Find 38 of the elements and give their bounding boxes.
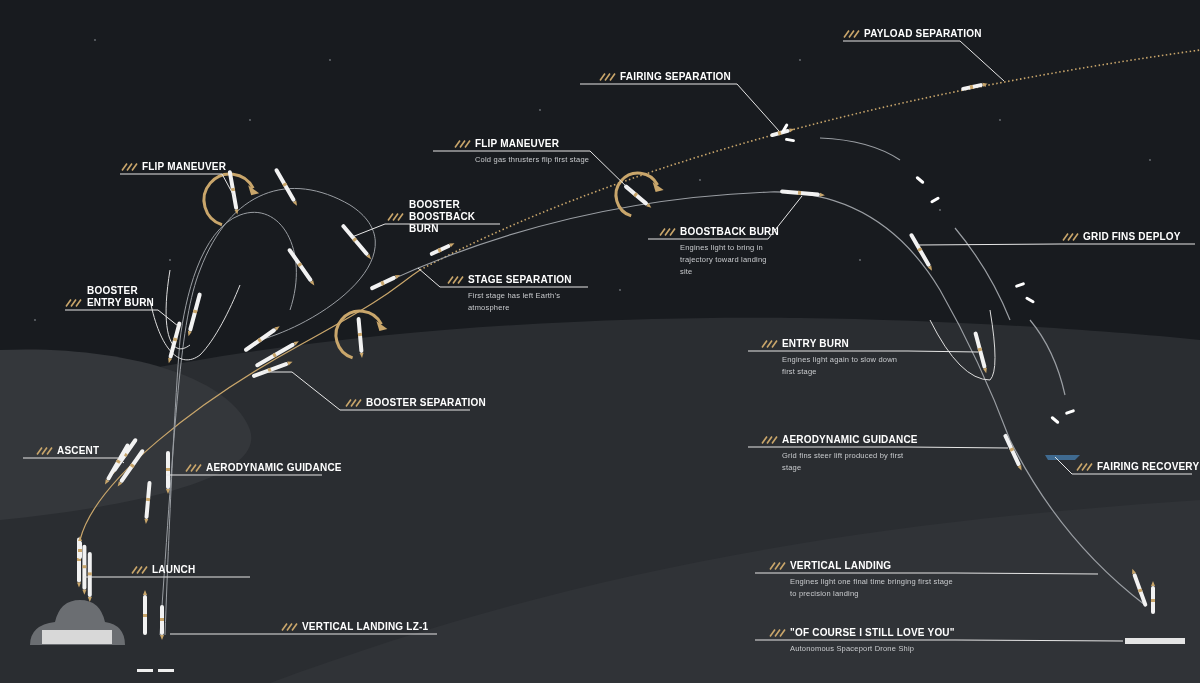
leader-line	[165, 474, 323, 476]
step-title: BOOSTER SEPARATION	[366, 397, 486, 409]
leader-line	[417, 267, 589, 288]
leader-line	[754, 572, 1099, 575]
step-title: PAYLOAD SEPARATION	[864, 28, 982, 40]
leader-line	[119, 173, 236, 199]
leader-line	[579, 83, 780, 132]
leader-line	[842, 40, 1005, 82]
step-title: FLIP MANEUVER	[142, 161, 227, 173]
step-title: ASCENT	[57, 445, 100, 457]
leader-line	[754, 639, 1124, 642]
step-title: "OF COURSE I STILL LOVE YOU"	[790, 627, 955, 639]
step-title: VERTICAL LANDING	[790, 560, 892, 572]
step-title: GRID FINS DEPLOY	[1083, 231, 1181, 243]
leader-line	[351, 223, 501, 238]
leader-line	[432, 150, 633, 193]
step-title: VERTICAL LANDING LZ-1	[302, 621, 429, 633]
step-title: BOOSTER BOOSTBACK BURN	[409, 199, 477, 235]
leader-line	[64, 309, 179, 327]
leader-line	[22, 457, 125, 464]
step-title: FAIRING SEPARATION	[620, 71, 731, 83]
leader-line	[261, 371, 471, 411]
leader-line	[647, 195, 803, 240]
step-title: FLIP MANEUVER	[475, 138, 560, 150]
leader-line	[747, 350, 979, 353]
leader-line	[1054, 456, 1193, 475]
step-title: FAIRING RECOVERY	[1097, 461, 1200, 473]
step-title: ENTRY BURN	[782, 338, 849, 350]
step-title: AERODYNAMIC GUIDANCE	[206, 462, 342, 474]
leader-line	[917, 243, 1196, 246]
leader-line	[83, 576, 251, 578]
step-title: AERODYNAMIC GUIDANCE	[782, 434, 918, 446]
step-title: STAGE SEPARATION	[468, 274, 572, 286]
step-title: BOOSTBACK BURN	[680, 226, 779, 238]
leader-line	[747, 446, 1009, 449]
leader-line	[169, 633, 438, 635]
step-title: BOOSTER ENTRY BURN	[87, 285, 155, 309]
step-title: LAUNCH	[152, 564, 196, 576]
